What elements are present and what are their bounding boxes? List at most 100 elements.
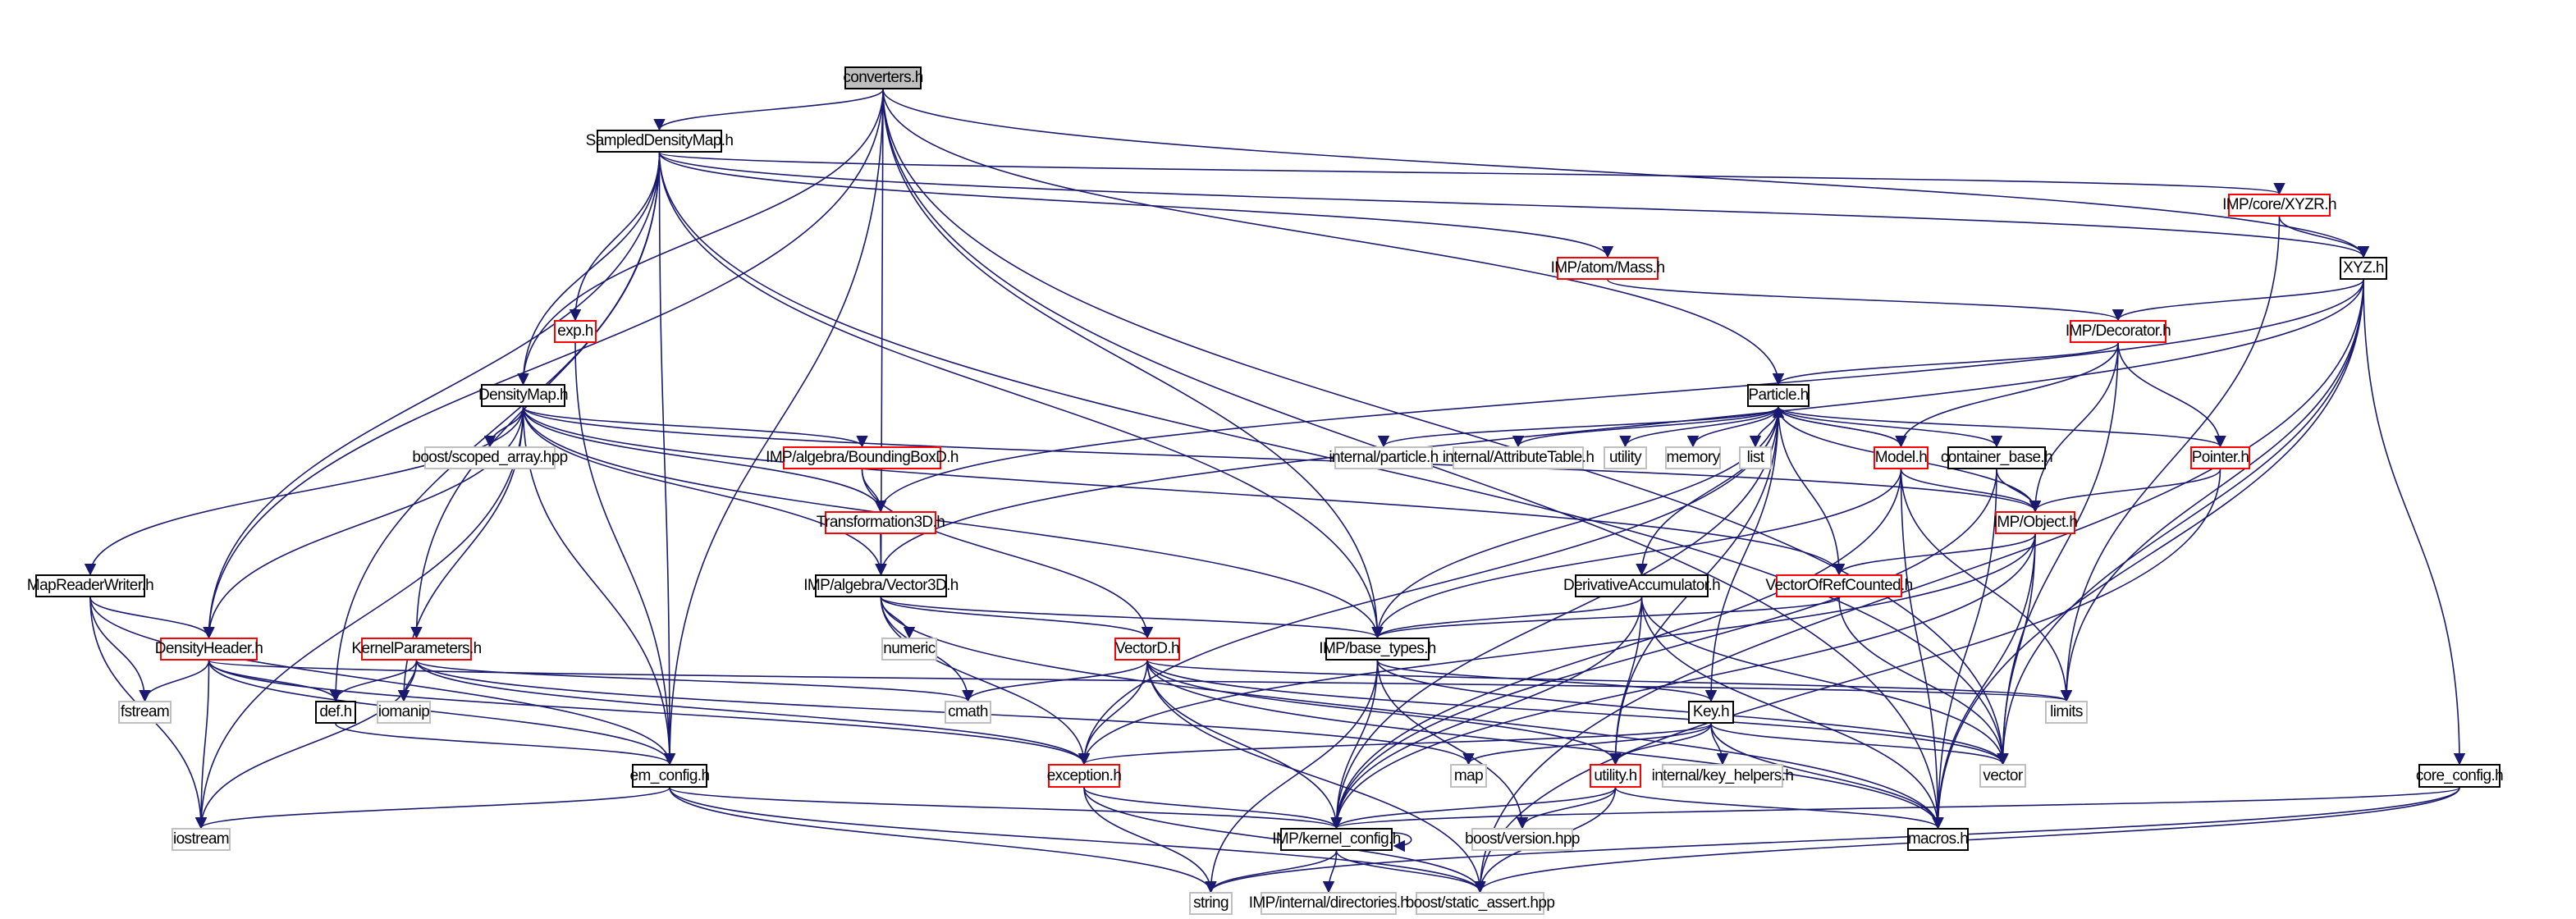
edge-bt-to-bver: [1376, 660, 1529, 830]
graph-node-deriv[interactable]: DerivativeAccumulator.h: [1563, 574, 1721, 597]
graph-node-map[interactable]: map: [1450, 764, 1487, 788]
edge-mass-to-dec: [1607, 279, 2124, 322]
edge-mrw-to-fstream: [89, 597, 151, 702]
node-label: numeric: [883, 640, 936, 657]
graph-node-vector[interactable]: vector: [1979, 764, 2026, 788]
node-label: IMP/algebra/BoundingBoxD.h: [766, 449, 959, 466]
graph-node-utility[interactable]: utility: [1604, 446, 1647, 469]
graph-node-attr[interactable]: internal/AttributeTable.h: [1443, 446, 1595, 469]
edge-xyz-to-limits: [2060, 279, 2364, 702]
graph-node-cc[interactable]: core_config.h: [2416, 764, 2504, 788]
edge-kp-to-def: [329, 660, 418, 702]
graph-node-mrw[interactable]: MapReaderWriter.h: [27, 574, 154, 597]
graph-node-iomanip[interactable]: iomanip: [377, 701, 431, 724]
edge-model-to-macros: [1900, 469, 1944, 830]
edge-bbox-to-vd: [861, 469, 1154, 639]
graph-node-sa[interactable]: boost/static_assert.hpp: [1406, 892, 1555, 915]
node-label: XYZ.h: [2343, 259, 2384, 277]
graph-node-trans[interactable]: Transformation3D.h: [817, 511, 945, 534]
edge-pointer-to-object: [2029, 469, 2221, 513]
graph-node-dm[interactable]: DensityMap.h: [478, 384, 569, 407]
edge-xyzr-to-xyz: [2278, 216, 2370, 258]
node-label: list: [1746, 449, 1764, 466]
edge-vd-to-cmath: [962, 660, 1148, 702]
edge-deriv-to-vector: [1640, 597, 2009, 766]
node-label: iomanip: [377, 703, 430, 720]
graph-node-v3d[interactable]: IMP/algebra/Vector3D.h: [803, 574, 959, 597]
graph-node-sdm[interactable]: SampledDensityMap.h: [586, 130, 734, 153]
node-label: IMP/atom/Mass.h: [1550, 259, 1665, 277]
graph-node-iostream[interactable]: iostream: [172, 828, 231, 851]
node-label: exception.h: [1046, 766, 1122, 784]
graph-node-vorc[interactable]: VectorOfRefCounted.h: [1765, 574, 1913, 597]
edge-sdm-to-dh: [203, 152, 661, 639]
edge-vorc-to-bt: [1371, 597, 1840, 639]
graph-node-dirs[interactable]: IMP/internal/directories.h: [1249, 892, 1409, 915]
graph-node-bt[interactable]: IMP/base_types.h: [1319, 638, 1436, 661]
graph-node-ipart[interactable]: internal/particle.h: [1329, 446, 1439, 469]
graph-node-cmath[interactable]: cmath: [945, 701, 991, 724]
graph-node-xyzr[interactable]: IMP/core/XYZR.h: [2222, 194, 2337, 217]
graph-node-bbox[interactable]: IMP/algebra/BoundingBoxD.h: [766, 446, 959, 469]
graph-node-xyz[interactable]: XYZ.h: [2340, 257, 2387, 280]
graph-node-em[interactable]: em_config.h: [630, 764, 710, 788]
graph-node-model[interactable]: Model.h: [1874, 446, 1929, 469]
node-label: Particle.h: [1748, 386, 1809, 404]
edge-conv-to-v3d: [875, 89, 887, 576]
graph-node-fstream[interactable]: fstream: [118, 701, 172, 724]
graph-node-string[interactable]: string: [1189, 892, 1233, 915]
graph-node-exc[interactable]: exception.h: [1046, 764, 1122, 788]
edge-bt-to-key: [1376, 660, 1717, 702]
graph-node-exp[interactable]: exp.h: [554, 320, 597, 343]
graph-node-numeric[interactable]: numeric: [881, 638, 937, 661]
edge-dh-to-fstream: [139, 660, 210, 702]
edge-dec-to-object: [2029, 342, 2119, 513]
graph-node-memory[interactable]: memory: [1665, 446, 1721, 469]
graph-node-bver[interactable]: boost/version.hpp: [1465, 828, 1581, 851]
graph-node-macros[interactable]: macros.h: [1907, 828, 1969, 851]
graph-node-uth[interactable]: utility.h: [1590, 764, 1641, 788]
edge-dec-to-pointer: [2117, 342, 2226, 448]
graph-node-kc[interactable]: IMP/kernel_config.h: [1272, 828, 1401, 851]
edge-model-to-part: [1772, 405, 1902, 447]
graph-node-kp[interactable]: KernelParameters.h: [351, 638, 482, 661]
graph-node-kh[interactable]: internal/key_helpers.h: [1652, 764, 1794, 788]
node-label: string: [1193, 894, 1229, 912]
edge-part-to-vorc: [1778, 406, 1846, 576]
graph-node-cbase[interactable]: container_base.h: [1941, 446, 2053, 469]
graph-node-dh[interactable]: DensityHeader.h: [155, 638, 263, 661]
graph-node-conv[interactable]: converters.h: [843, 66, 923, 89]
edge-vd-to-uth: [1146, 660, 1622, 766]
edge-vd-to-vector: [1146, 660, 2009, 766]
edge-conv-to-sdm: [653, 89, 884, 131]
node-label: MapReaderWriter.h: [26, 577, 154, 594]
edge-xyz-to-sa: [1474, 279, 2364, 894]
graph-node-dec[interactable]: IMP/Decorator.h: [2066, 320, 2171, 343]
graph-node-key[interactable]: Key.h: [1688, 701, 1734, 724]
edge-model-to-bt: [1371, 469, 1902, 639]
graph-node-pointer[interactable]: Pointer.h: [2190, 446, 2250, 469]
node-label: vector: [1983, 766, 2023, 784]
graph-node-def[interactable]: def.h: [315, 701, 356, 724]
node-label: IMP/internal/directories.h: [1248, 894, 1409, 912]
graph-node-list[interactable]: list: [1739, 446, 1772, 469]
edge-key-to-macros: [1710, 723, 1944, 830]
edge-conv-to-dm: [517, 89, 884, 386]
graph-node-limits[interactable]: limits: [2045, 701, 2088, 724]
node-label: SampledDensityMap.h: [585, 132, 734, 149]
edge-bbox-to-trans: [861, 469, 887, 513]
graph-node-vd[interactable]: VectorD.h: [1114, 638, 1180, 661]
graph-node-mass[interactable]: IMP/atom/Mass.h: [1551, 257, 1665, 280]
graph-node-object[interactable]: IMP/Object.h: [1993, 511, 2078, 534]
edge-part-to-bt: [1371, 406, 1779, 639]
edge-object-to-kc: [1330, 533, 2036, 830]
graph-node-scoped[interactable]: boost/scoped_array.hpp: [412, 446, 568, 469]
edge-dm-to-iostream: [194, 406, 524, 830]
node-label: Model.h: [1874, 449, 1928, 466]
graph-node-part[interactable]: Particle.h: [1747, 384, 1810, 407]
node-label: memory: [1666, 449, 1721, 466]
node-label: Transformation3D.h: [816, 514, 945, 531]
edge-deriv-to-bt: [1371, 597, 1643, 639]
edge-v3d-to-vd: [880, 597, 1154, 639]
node-label: container_base.h: [1940, 449, 2053, 466]
